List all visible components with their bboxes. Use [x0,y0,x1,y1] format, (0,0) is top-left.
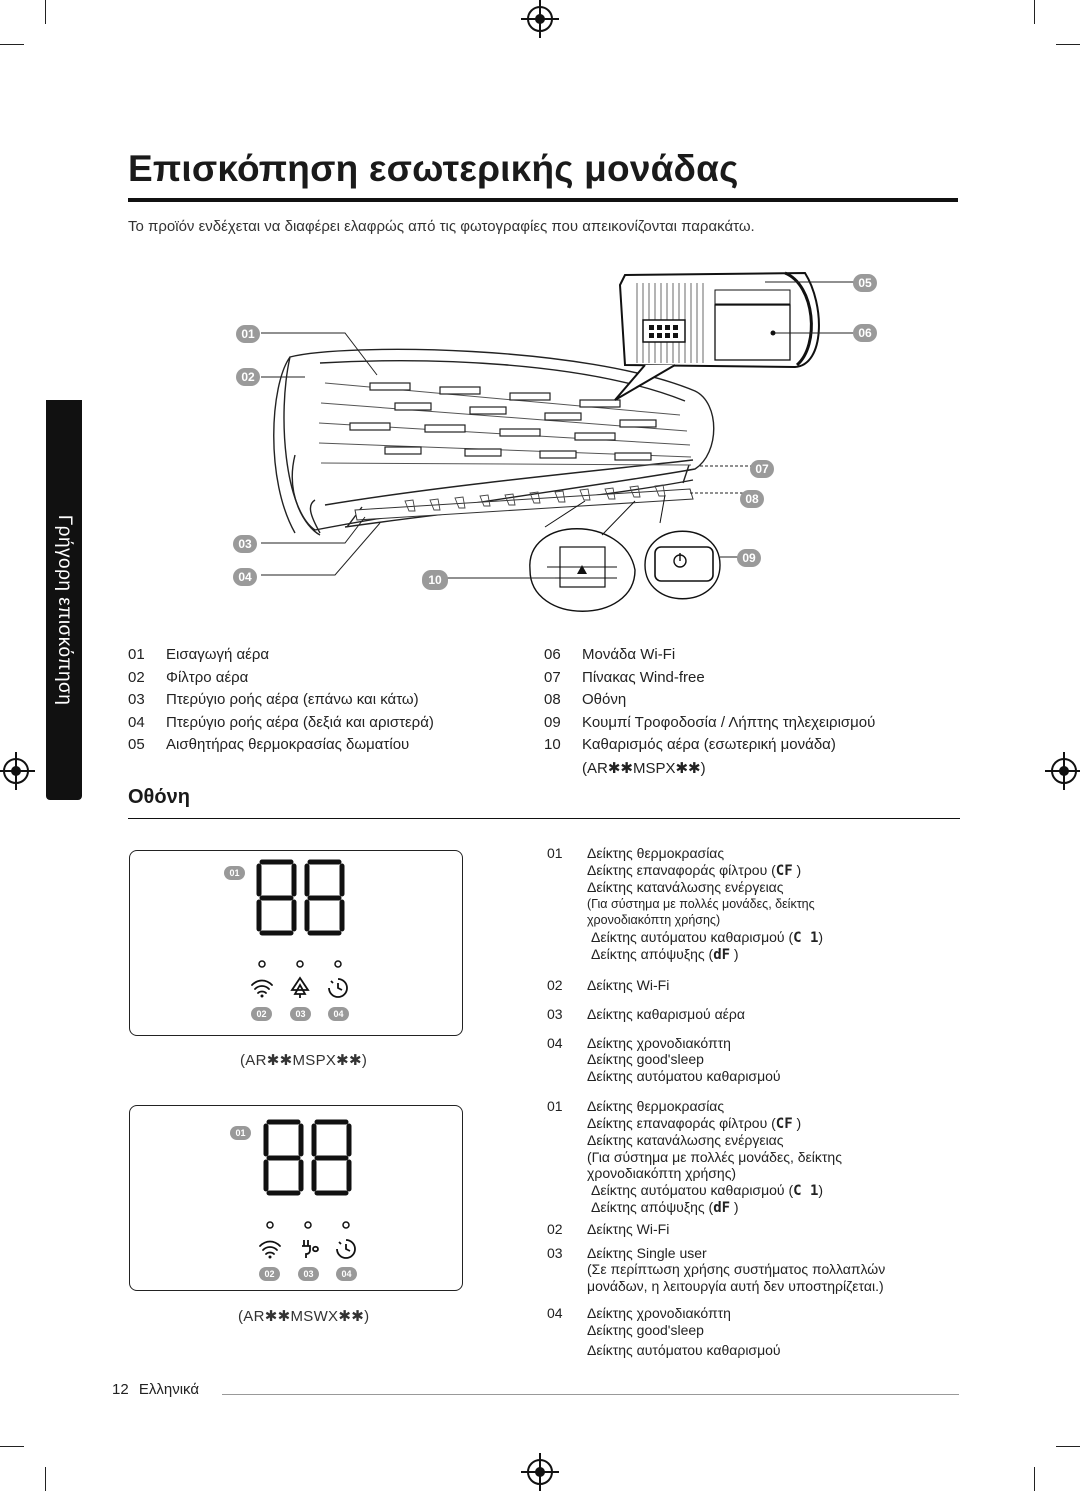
indicator-dots [266,1221,350,1229]
display-panel: 01 02 03 04 [129,1105,463,1291]
badge-03: 03 [290,1007,311,1021]
badge-02: 02 [259,1267,280,1281]
seven-segment-display [263,1119,352,1196]
registration-mark-icon [1045,752,1080,790]
callout-09: 09 [737,549,761,567]
indicator-descriptions: 01 Δείκτης θερμοκρασίας Δείκτης επαναφορ… [547,845,960,1084]
indicator-descriptions: 01 Δείκτης θερμοκρασίας Δείκτης επαναφορ… [547,1098,960,1359]
callout-03: 03 [233,535,257,553]
registration-mark-icon [521,0,559,38]
timer-icon [328,978,348,998]
crop-mark [1056,1446,1080,1447]
legend-item-model: (AR✱✱MSPX✱✱) [582,759,706,777]
crop-mark [45,0,46,24]
model-label: (AR✱✱MSPX✱✱) [240,1052,368,1069]
page-footer: 12 Ελληνικά [112,1381,199,1398]
badge-02: 02 [251,1007,272,1021]
callout-02: 02 [236,368,260,386]
intro-note: Το προϊόν ενδέχεται να διαφέρει ελαφρώς … [128,218,755,235]
registration-mark-icon [521,1453,559,1491]
title-divider [128,198,958,202]
callout-04: 04 [233,568,257,586]
indoor-unit-diagram [261,271,855,612]
registration-mark-icon [0,752,35,790]
footer-divider [222,1394,959,1395]
page-title: Επισκόπηση εσωτερικής μονάδας [128,148,739,189]
section-title: Οθόνη [128,786,190,808]
badge-01: 01 [230,1126,251,1140]
wifi-icon [259,1240,281,1259]
model-label: (AR✱✱MSWX✱✱) [238,1308,370,1325]
crop-mark [0,1446,24,1447]
seven-segment-display [256,859,345,936]
indicator-dots [258,960,342,968]
side-section-tab: Γρήγορη επισκόπηση [46,400,82,800]
badge-04: 04 [336,1267,357,1281]
crop-mark [1034,0,1035,24]
crop-mark [1034,1467,1035,1491]
callout-06: 06 [853,324,877,342]
section-divider [128,818,960,819]
description-item: 01 Δείκτης θερμοκρασίας Δείκτης επαναφορ… [547,845,824,963]
crop-mark [1056,44,1080,45]
badge-04: 04 [328,1007,349,1021]
display-panel: 01 02 03 04 [129,850,463,1036]
single-user-icon [302,1240,319,1258]
callout-08: 08 [740,490,764,508]
crop-mark [0,44,24,45]
timer-icon [336,1239,356,1259]
callout-10: 10 [422,570,448,590]
side-tab-label: Γρήγορη επισκόπηση [54,514,75,706]
badge-03: 03 [298,1267,319,1281]
air-purify-icon [290,976,310,998]
description-item: 01 Δείκτης θερμοκρασίας Δείκτης επαναφορ… [547,1098,842,1216]
callout-07: 07 [750,460,774,478]
wifi-icon [251,979,273,998]
footer-language: Ελληνικά [138,1381,200,1398]
page-number: 12 [112,1381,129,1398]
crop-mark [45,1467,46,1491]
badge-01: 01 [224,866,245,880]
description-item: 03 Δείκτης Single user(Σε περίπτωση χρήσ… [547,1244,886,1294]
callout-05: 05 [853,274,877,292]
callout-01: 01 [236,325,260,343]
